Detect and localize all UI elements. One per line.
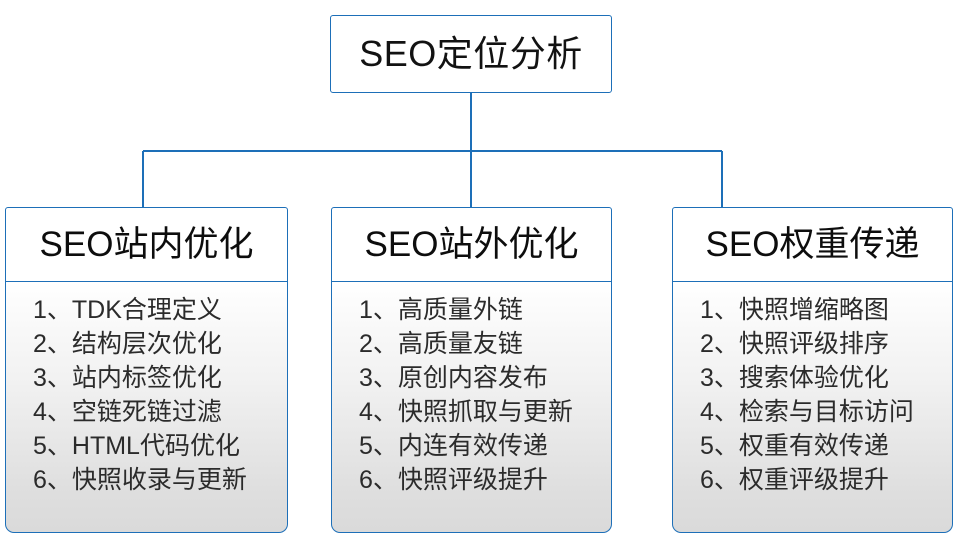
branch-title-0: SEO站内优化 <box>39 225 254 264</box>
branch-title-1: SEO站外优化 <box>364 225 579 264</box>
item-list-1: 1、高质量外链 2、高质量友链 3、原创内容发布 4、快照抓取与更新 5、内连有… <box>332 293 611 497</box>
list-item: 2、高质量友链 <box>359 330 523 358</box>
branch-header-1[interactable]: SEO站外优化 <box>331 207 612 282</box>
branch-column-seo-onsite: SEO站内优化 1、TDK合理定义 2、结构层次优化 3、站内标签优化 4、空链… <box>5 207 288 533</box>
branch-body-0: 1、TDK合理定义 2、结构层次优化 3、站内标签优化 4、空链死链过滤 5、H… <box>5 282 288 533</box>
list-item: 1、高质量外链 <box>359 296 523 324</box>
item-list-0: 1、TDK合理定义 2、结构层次优化 3、站内标签优化 4、空链死链过滤 5、H… <box>6 293 287 497</box>
list-item: 4、检索与目标访问 <box>700 398 914 426</box>
branch-body-2: 1、快照增缩略图 2、快照评级排序 3、搜索体验优化 4、检索与目标访问 5、权… <box>672 282 953 533</box>
list-item: 5、内连有效传递 <box>359 432 548 460</box>
item-list-2: 1、快照增缩略图 2、快照评级排序 3、搜索体验优化 4、检索与目标访问 5、权… <box>673 293 952 497</box>
branch-column-seo-offsite: SEO站外优化 1、高质量外链 2、高质量友链 3、原创内容发布 4、快照抓取与… <box>331 207 612 533</box>
branch-header-2[interactable]: SEO权重传递 <box>672 207 953 282</box>
branch-body-1: 1、高质量外链 2、高质量友链 3、原创内容发布 4、快照抓取与更新 5、内连有… <box>331 282 612 533</box>
list-item: 3、搜索体验优化 <box>700 364 889 392</box>
list-item: 4、快照抓取与更新 <box>359 398 573 426</box>
list-item: 6、快照收录与更新 <box>33 466 247 494</box>
root-node-label: SEO定位分析 <box>359 33 583 74</box>
list-item: 1、快照增缩略图 <box>700 296 889 324</box>
root-node[interactable]: SEO定位分析 <box>330 15 612 93</box>
list-item: 5、权重有效传递 <box>700 432 889 460</box>
list-item: 3、原创内容发布 <box>359 364 548 392</box>
list-item: 6、快照评级提升 <box>359 466 548 494</box>
list-item: 2、快照评级排序 <box>700 330 889 358</box>
list-item: 3、站内标签优化 <box>33 364 222 392</box>
list-item: 1、TDK合理定义 <box>33 296 222 324</box>
list-item: 6、权重评级提升 <box>700 466 889 494</box>
branch-column-seo-weight: SEO权重传递 1、快照增缩略图 2、快照评级排序 3、搜索体验优化 4、检索与… <box>672 207 953 533</box>
list-item: 5、HTML代码优化 <box>33 432 240 460</box>
list-item: 2、结构层次优化 <box>33 330 222 358</box>
branch-header-0[interactable]: SEO站内优化 <box>5 207 288 282</box>
list-item: 4、空链死链过滤 <box>33 398 222 426</box>
branch-title-2: SEO权重传递 <box>705 225 920 264</box>
